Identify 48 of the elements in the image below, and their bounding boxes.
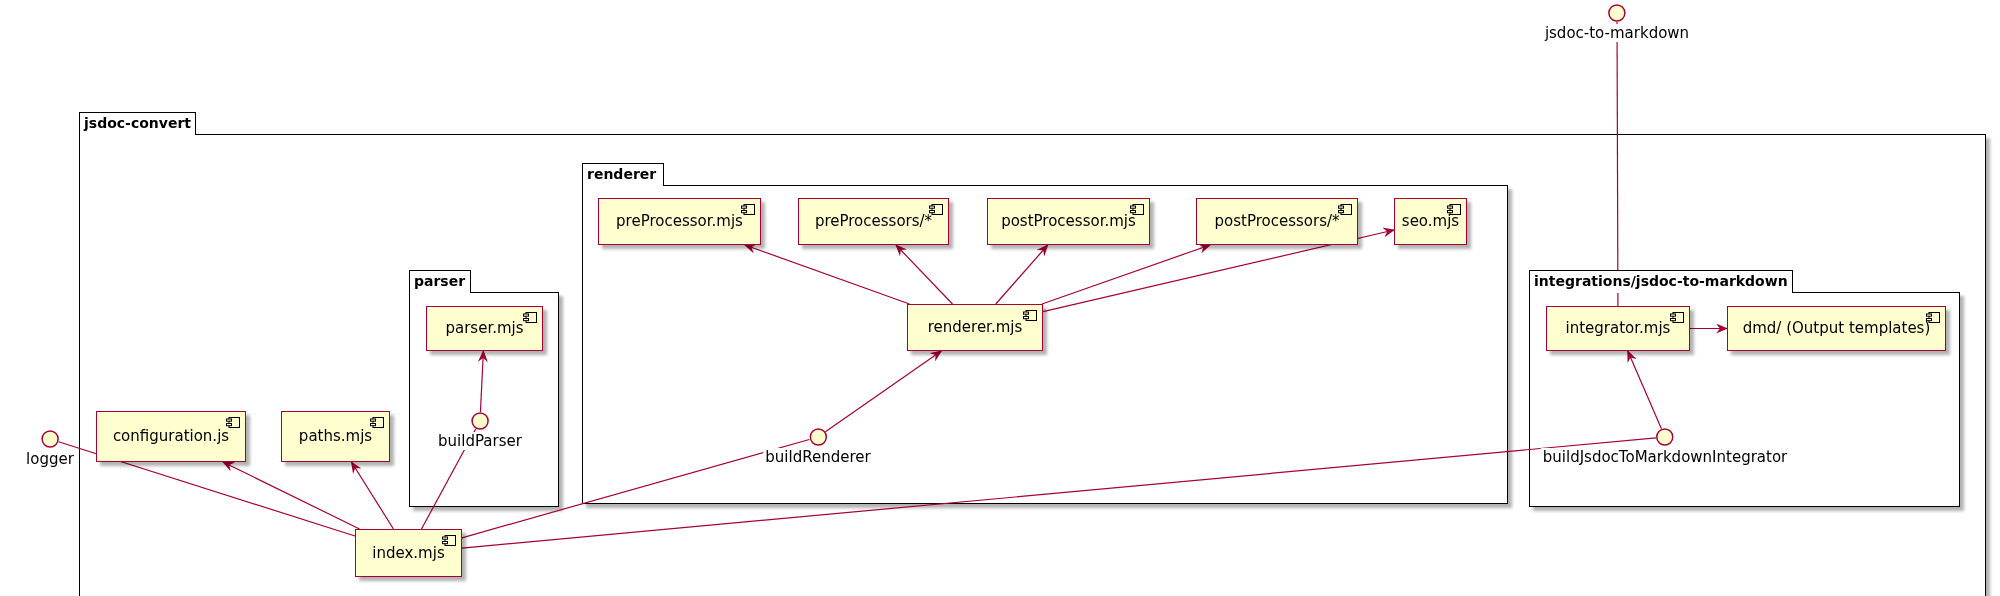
component-box — [1727, 306, 1946, 351]
connector — [995, 244, 1049, 305]
component-box — [426, 306, 543, 351]
component-label: paths.mjs — [298, 426, 373, 448]
component-label: integrator.mjs — [1565, 318, 1671, 340]
component-box — [1196, 198, 1358, 245]
component-box — [907, 304, 1043, 351]
connector — [895, 244, 954, 305]
connector — [1042, 227, 1395, 313]
connector — [461, 438, 810, 539]
connector — [1689, 323, 1728, 334]
connector — [1627, 350, 1662, 430]
component-label: index.mjs — [372, 542, 445, 564]
connector — [57, 441, 356, 537]
interface — [24, 430, 76, 468]
component-label: parser.mjs — [445, 318, 524, 340]
interface — [436, 412, 524, 450]
component-label: postProcessor.mjs — [1001, 211, 1136, 233]
component-label: seo.mjs — [1401, 211, 1460, 233]
interface-label: buildJsdocToMarkdownIntegrator — [1540, 448, 1790, 466]
component-label: preProcessors/* — [814, 211, 933, 233]
interface-label: buildParser — [436, 432, 524, 450]
component-box — [598, 198, 761, 245]
component-box — [1546, 306, 1690, 351]
component-box — [281, 411, 390, 462]
interface — [1540, 428, 1790, 466]
connector — [461, 437, 1657, 549]
component-box — [355, 529, 462, 577]
interface-label: logger — [24, 450, 76, 468]
package-tab: integrations/jsdoc-to-markdown — [1529, 270, 1793, 293]
component-label: renderer.mjs — [927, 317, 1023, 339]
connector — [824, 350, 943, 433]
component-box — [987, 198, 1150, 245]
component-label: dmd/ (Output templates) — [1742, 318, 1931, 340]
component-box — [798, 198, 949, 245]
component-box — [96, 411, 246, 462]
package-tab: jsdoc-convert — [79, 112, 196, 135]
component-label: configuration.js — [112, 426, 230, 448]
connector — [744, 244, 911, 305]
component-label: postProcessors/* — [1214, 211, 1340, 233]
component-label: preProcessor.mjs — [616, 211, 743, 233]
connector — [222, 461, 361, 530]
package-tab: renderer — [582, 163, 664, 186]
connector — [350, 461, 395, 530]
connector — [477, 350, 488, 413]
connector — [1041, 243, 1211, 305]
package-tab: parser — [409, 270, 471, 293]
component-box — [1394, 198, 1467, 245]
